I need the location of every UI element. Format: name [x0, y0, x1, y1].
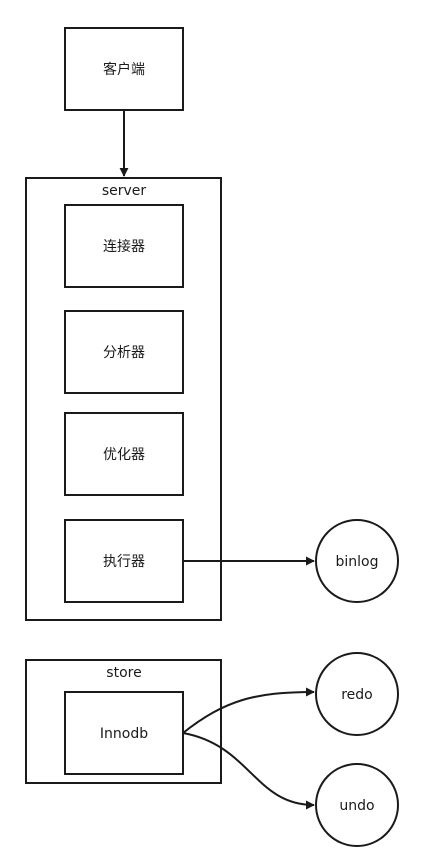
client-label: 客户端: [103, 61, 145, 78]
connector-node: 连接器: [64, 204, 184, 288]
innodb-label: Innodb: [100, 726, 148, 742]
redo-node: redo: [315, 652, 399, 736]
analyzer-node: 分析器: [64, 310, 184, 394]
undo-label: undo: [339, 798, 374, 814]
redo-label: redo: [341, 687, 373, 703]
binlog-label: binlog: [336, 554, 379, 570]
connector-label: 连接器: [103, 238, 145, 255]
innodb-to-redo-edge: [182, 687, 315, 734]
binlog-node: binlog: [315, 519, 399, 603]
optimizer-node: 优化器: [64, 412, 184, 496]
client-node: 客户端: [64, 27, 184, 111]
innodb-node: Innodb: [64, 691, 184, 775]
undo-node: undo: [315, 763, 399, 847]
executor-label: 执行器: [103, 554, 145, 570]
store-label: store: [106, 665, 141, 681]
innodb-to-undo-edge: [182, 732, 315, 810]
executor-node: 执行器: [64, 519, 184, 603]
analyzer-label: 分析器: [103, 345, 145, 361]
server-label: server: [102, 183, 147, 199]
optimizer-label: 优化器: [103, 447, 145, 463]
